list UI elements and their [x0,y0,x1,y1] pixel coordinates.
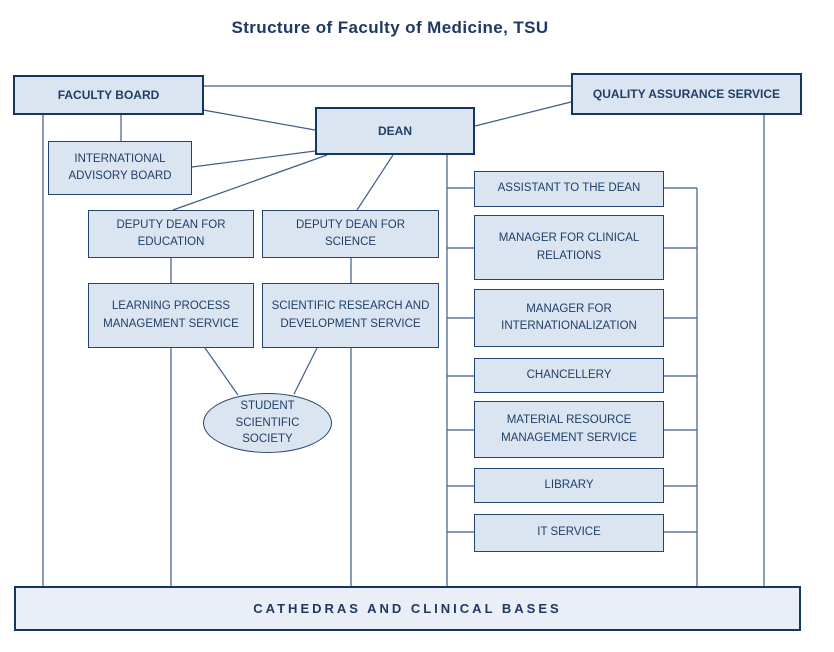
node-deputy-dean-science: DEPUTY DEAN FOR SCIENCE [262,210,439,258]
node-quality-assurance-service: QUALITY ASSURANCE SERVICE [571,73,802,115]
node-it-service: IT SERVICE [474,514,664,552]
node-dean-label: DEAN [377,124,412,138]
node-deputy-dean-education-label: DEPUTY DEAN FOR EDUCATION [116,218,226,248]
node-manager-internationalization-label: MANAGER FOR INTERNATIONALIZATION [501,302,637,332]
diagram-title: Structure of Faculty of Medicine, TSU [231,18,549,37]
node-quality-assurance-service-label: QUALITY ASSURANCE SERVICE [592,87,781,101]
node-chancellery-label: CHANCELLERY [526,368,612,381]
node-scientific-research-service: SCIENTIFIC RESEARCH AND DEVELOPMENT SERV… [262,283,439,348]
node-chancellery: CHANCELLERY [474,358,664,393]
node-material-resource-service: MATERIAL RESOURCE MANAGEMENT SERVICE [474,401,664,458]
node-scientific-research-service-label: SCIENTIFIC RESEARCH AND DEVELOPMENT SERV… [271,300,430,330]
node-it-service-label: IT SERVICE [537,526,601,539]
connector-group [42,85,765,586]
node-student-scientific-society: STUDENT SCIENTIFIC SOCIETY [203,393,332,453]
node-library-label: LIBRARY [544,478,594,491]
node-learning-process-service: LEARNING PROCESS MANAGEMENT SERVICE [88,283,254,348]
node-assistant-to-dean-label: ASSISTANT TO THE DEAN [497,182,641,195]
node-deputy-dean-education: DEPUTY DEAN FOR EDUCATION [88,210,254,258]
node-dean: DEAN [315,107,475,155]
node-assistant-to-dean: ASSISTANT TO THE DEAN [474,171,664,207]
node-material-resource-service-label: MATERIAL RESOURCE MANAGEMENT SERVICE [501,414,637,444]
node-cathedras-clinical-bases: CATHEDRAS AND CLINICAL BASES [14,586,801,631]
node-learning-process-service-label: LEARNING PROCESS MANAGEMENT SERVICE [103,300,239,330]
node-faculty-board: FACULTY BOARD [13,75,204,115]
node-manager-internationalization: MANAGER FOR INTERNATIONALIZATION [474,289,664,347]
node-student-scientific-society-label: STUDENT SCIENTIFIC SOCIETY [235,399,300,446]
node-deputy-dean-science-label: DEPUTY DEAN FOR SCIENCE [295,218,406,248]
node-manager-clinical-relations-label: MANAGER FOR CLINICAL RELATIONS [498,232,640,262]
node-faculty-board-label: FACULTY BOARD [57,88,160,102]
node-library: LIBRARY [474,468,664,503]
node-cathedras-clinical-bases-label: CATHEDRAS AND CLINICAL BASES [253,600,562,616]
node-manager-clinical-relations: MANAGER FOR CLINICAL RELATIONS [474,215,664,280]
node-international-advisory-board-label: INTERNATIONAL ADVISORY BOARD [68,152,172,182]
node-international-advisory-board: INTERNATIONAL ADVISORY BOARD [48,141,192,195]
